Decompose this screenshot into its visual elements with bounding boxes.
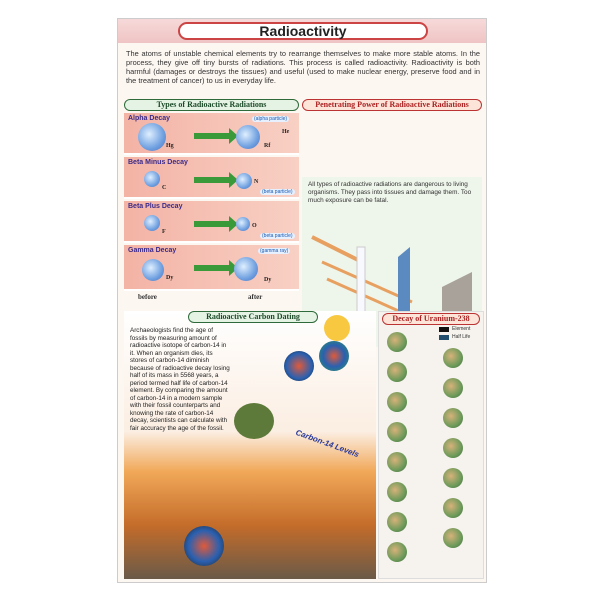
arrow-icon	[194, 260, 238, 276]
element-symbol: N	[254, 179, 259, 185]
arrow-icon	[194, 172, 238, 188]
atom-icon	[236, 217, 250, 231]
tree-icon	[234, 403, 274, 439]
nucleus-icon	[443, 408, 463, 428]
uranium-heading: Decay of Uranium-238	[382, 313, 480, 325]
nucleus-icon	[443, 468, 463, 488]
legend-label: Element	[452, 326, 471, 332]
legend-label: Half Life	[452, 334, 471, 340]
nucleus-icon	[443, 528, 463, 548]
alpha-decay-panel: Alpha Decay Hg Rf (alpha particle) He	[124, 113, 299, 155]
penetrating-text: All types of radioactive radiations are …	[308, 181, 472, 204]
fossil-atom-icon	[184, 526, 224, 566]
legend-item: Element	[439, 326, 470, 332]
sun-icon	[324, 315, 350, 341]
arrow-icon	[194, 128, 238, 144]
beta-plus-decay-panel: Beta Plus Decay F O (beta particle)	[124, 201, 299, 243]
nucleus-icon	[387, 362, 407, 382]
element-symbol: O	[252, 223, 257, 229]
atom-icon	[144, 171, 160, 187]
nucleus-icon	[387, 512, 407, 532]
types-heading: Types of Radioactive Radiations	[124, 99, 299, 111]
uranium-decay-panel: Element Half Life	[378, 311, 484, 579]
element-symbol: C	[162, 185, 167, 191]
nucleus-icon	[387, 422, 407, 442]
poster-title: Radioactivity	[178, 22, 428, 40]
atom-icon	[138, 123, 166, 151]
uranium-legend: Element Half Life	[439, 326, 470, 342]
carbon-atom-icon	[284, 351, 314, 381]
nucleus-icon	[387, 482, 407, 502]
carbon-levels-label: Carbon-14 Levels	[294, 427, 361, 460]
nucleus-icon	[443, 498, 463, 518]
legend-item: Half Life	[439, 334, 470, 340]
penetrating-heading: Penetrating Power of Radioactive Radiati…	[302, 99, 482, 111]
nucleus-icon	[443, 378, 463, 398]
carbon-heading: Radioactive Carbon Dating	[188, 311, 318, 323]
intro-text: The atoms of unstable chemical elements …	[126, 49, 480, 85]
particle-tag: (gamma ray)	[258, 248, 291, 254]
alpha-decay-label: Alpha Decay	[128, 115, 171, 122]
gamma-decay-label: Gamma Decay	[128, 247, 177, 254]
nucleus-icon	[387, 542, 407, 562]
carbon-dating-panel: Archaeologists find the age of fossils b…	[124, 311, 376, 579]
radioactivity-poster: Radioactivity The atoms of unstable chem…	[117, 18, 487, 583]
element-symbol: Dy	[166, 275, 174, 281]
nucleus-icon	[443, 348, 463, 368]
atom-icon	[142, 259, 164, 281]
legend-swatch	[439, 326, 449, 332]
particle-tag: (beta particle)	[260, 189, 295, 195]
carbon-text: Archaeologists find the age of fossils b…	[130, 327, 230, 432]
nucleus-icon	[387, 332, 407, 352]
element-symbol: Hg	[166, 143, 174, 149]
atom-icon	[236, 125, 260, 149]
title-bar: Radioactivity	[118, 19, 486, 43]
element-symbol: Dy	[264, 277, 272, 283]
nucleus-icon	[387, 452, 407, 472]
beta-minus-decay-panel: Beta Minus Decay C N (beta particle)	[124, 157, 299, 199]
after-label: after	[248, 293, 263, 301]
element-symbol: Rf	[264, 143, 271, 149]
before-label: before	[138, 293, 157, 301]
element-symbol: He	[282, 129, 290, 135]
element-symbol: F	[162, 229, 166, 235]
nucleus-icon	[443, 438, 463, 458]
beta-plus-decay-label: Beta Plus Decay	[128, 203, 183, 210]
particle-tag: (alpha particle)	[252, 116, 290, 122]
carbon-atom-icon	[319, 341, 349, 371]
atom-icon	[234, 257, 258, 281]
atom-icon	[144, 215, 160, 231]
particle-tag: (beta particle)	[260, 233, 295, 239]
gamma-decay-panel: Gamma Decay Dy Dy (gamma ray)	[124, 245, 299, 291]
arrow-icon	[194, 216, 238, 232]
nucleus-icon	[387, 392, 407, 412]
legend-swatch	[439, 334, 449, 340]
beta-minus-decay-label: Beta Minus Decay	[128, 159, 188, 166]
atom-icon	[236, 173, 252, 189]
